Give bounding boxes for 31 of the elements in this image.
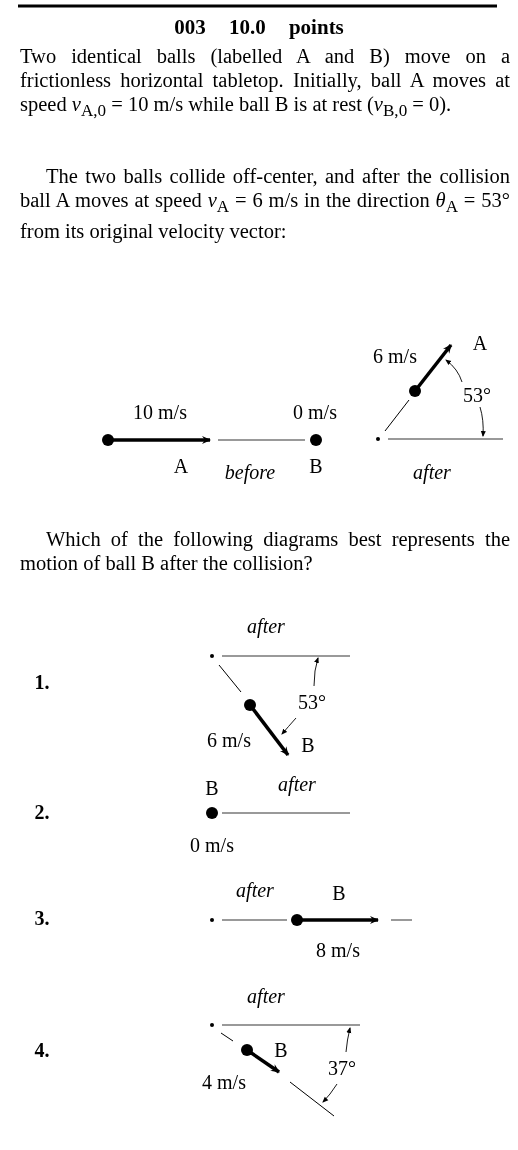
state-label: before bbox=[224, 461, 276, 483]
speed-label: 10 m/s bbox=[133, 401, 187, 423]
angle-label: 53° bbox=[463, 384, 491, 406]
state-label: after bbox=[247, 985, 285, 1007]
ball-label: B bbox=[301, 734, 315, 756]
speed-label: 0 m/s bbox=[190, 834, 234, 856]
problem-text: Two identical balls (labelled A and B) move on a frictionless horizontal tabletop. Initially, ball A moves at speed v$_{A,0}$ = 10 m/s while ball B is at rest (v$_{B,0}$ = 0). bbox=[20, 44, 510, 123]
speed-label: 6 m/s bbox=[207, 729, 251, 751]
speed-label: 4 m/s bbox=[202, 1071, 246, 1093]
state-label: after bbox=[247, 615, 285, 637]
problem-text: The two balls collide off-center, and after the collision ball A moves at speed v$_{A}$ = 6 m/s in the direction θ$_{A}$ = 53° from its original velocity vector: bbox=[20, 164, 510, 244]
option-number: 2. bbox=[34, 801, 50, 823]
angle-label: 53° bbox=[298, 691, 326, 713]
option-number: 4. bbox=[34, 1039, 50, 1061]
option-number: 3. bbox=[34, 907, 50, 929]
question-text: Which of the following diagrams best represents the motion of ball B after the collision? bbox=[20, 527, 510, 575]
ball-label: B bbox=[274, 1039, 288, 1061]
ball-label: B bbox=[205, 777, 219, 799]
speed-label: 8 m/s bbox=[316, 939, 360, 961]
state-label: after bbox=[278, 773, 316, 795]
ball-label: A bbox=[173, 455, 189, 477]
state-label: after bbox=[413, 461, 451, 483]
angle-label: 37° bbox=[328, 1057, 356, 1079]
problem-heading: 003 10.0 points bbox=[173, 15, 345, 40]
speed-label: 0 m/s bbox=[293, 401, 337, 423]
ball-label: B bbox=[309, 455, 323, 477]
ball-label: A bbox=[472, 332, 488, 354]
state-label: after bbox=[236, 879, 274, 901]
speed-label: 6 m/s bbox=[373, 345, 417, 367]
ball-label: B bbox=[332, 882, 346, 904]
option-number: 1. bbox=[34, 671, 50, 693]
